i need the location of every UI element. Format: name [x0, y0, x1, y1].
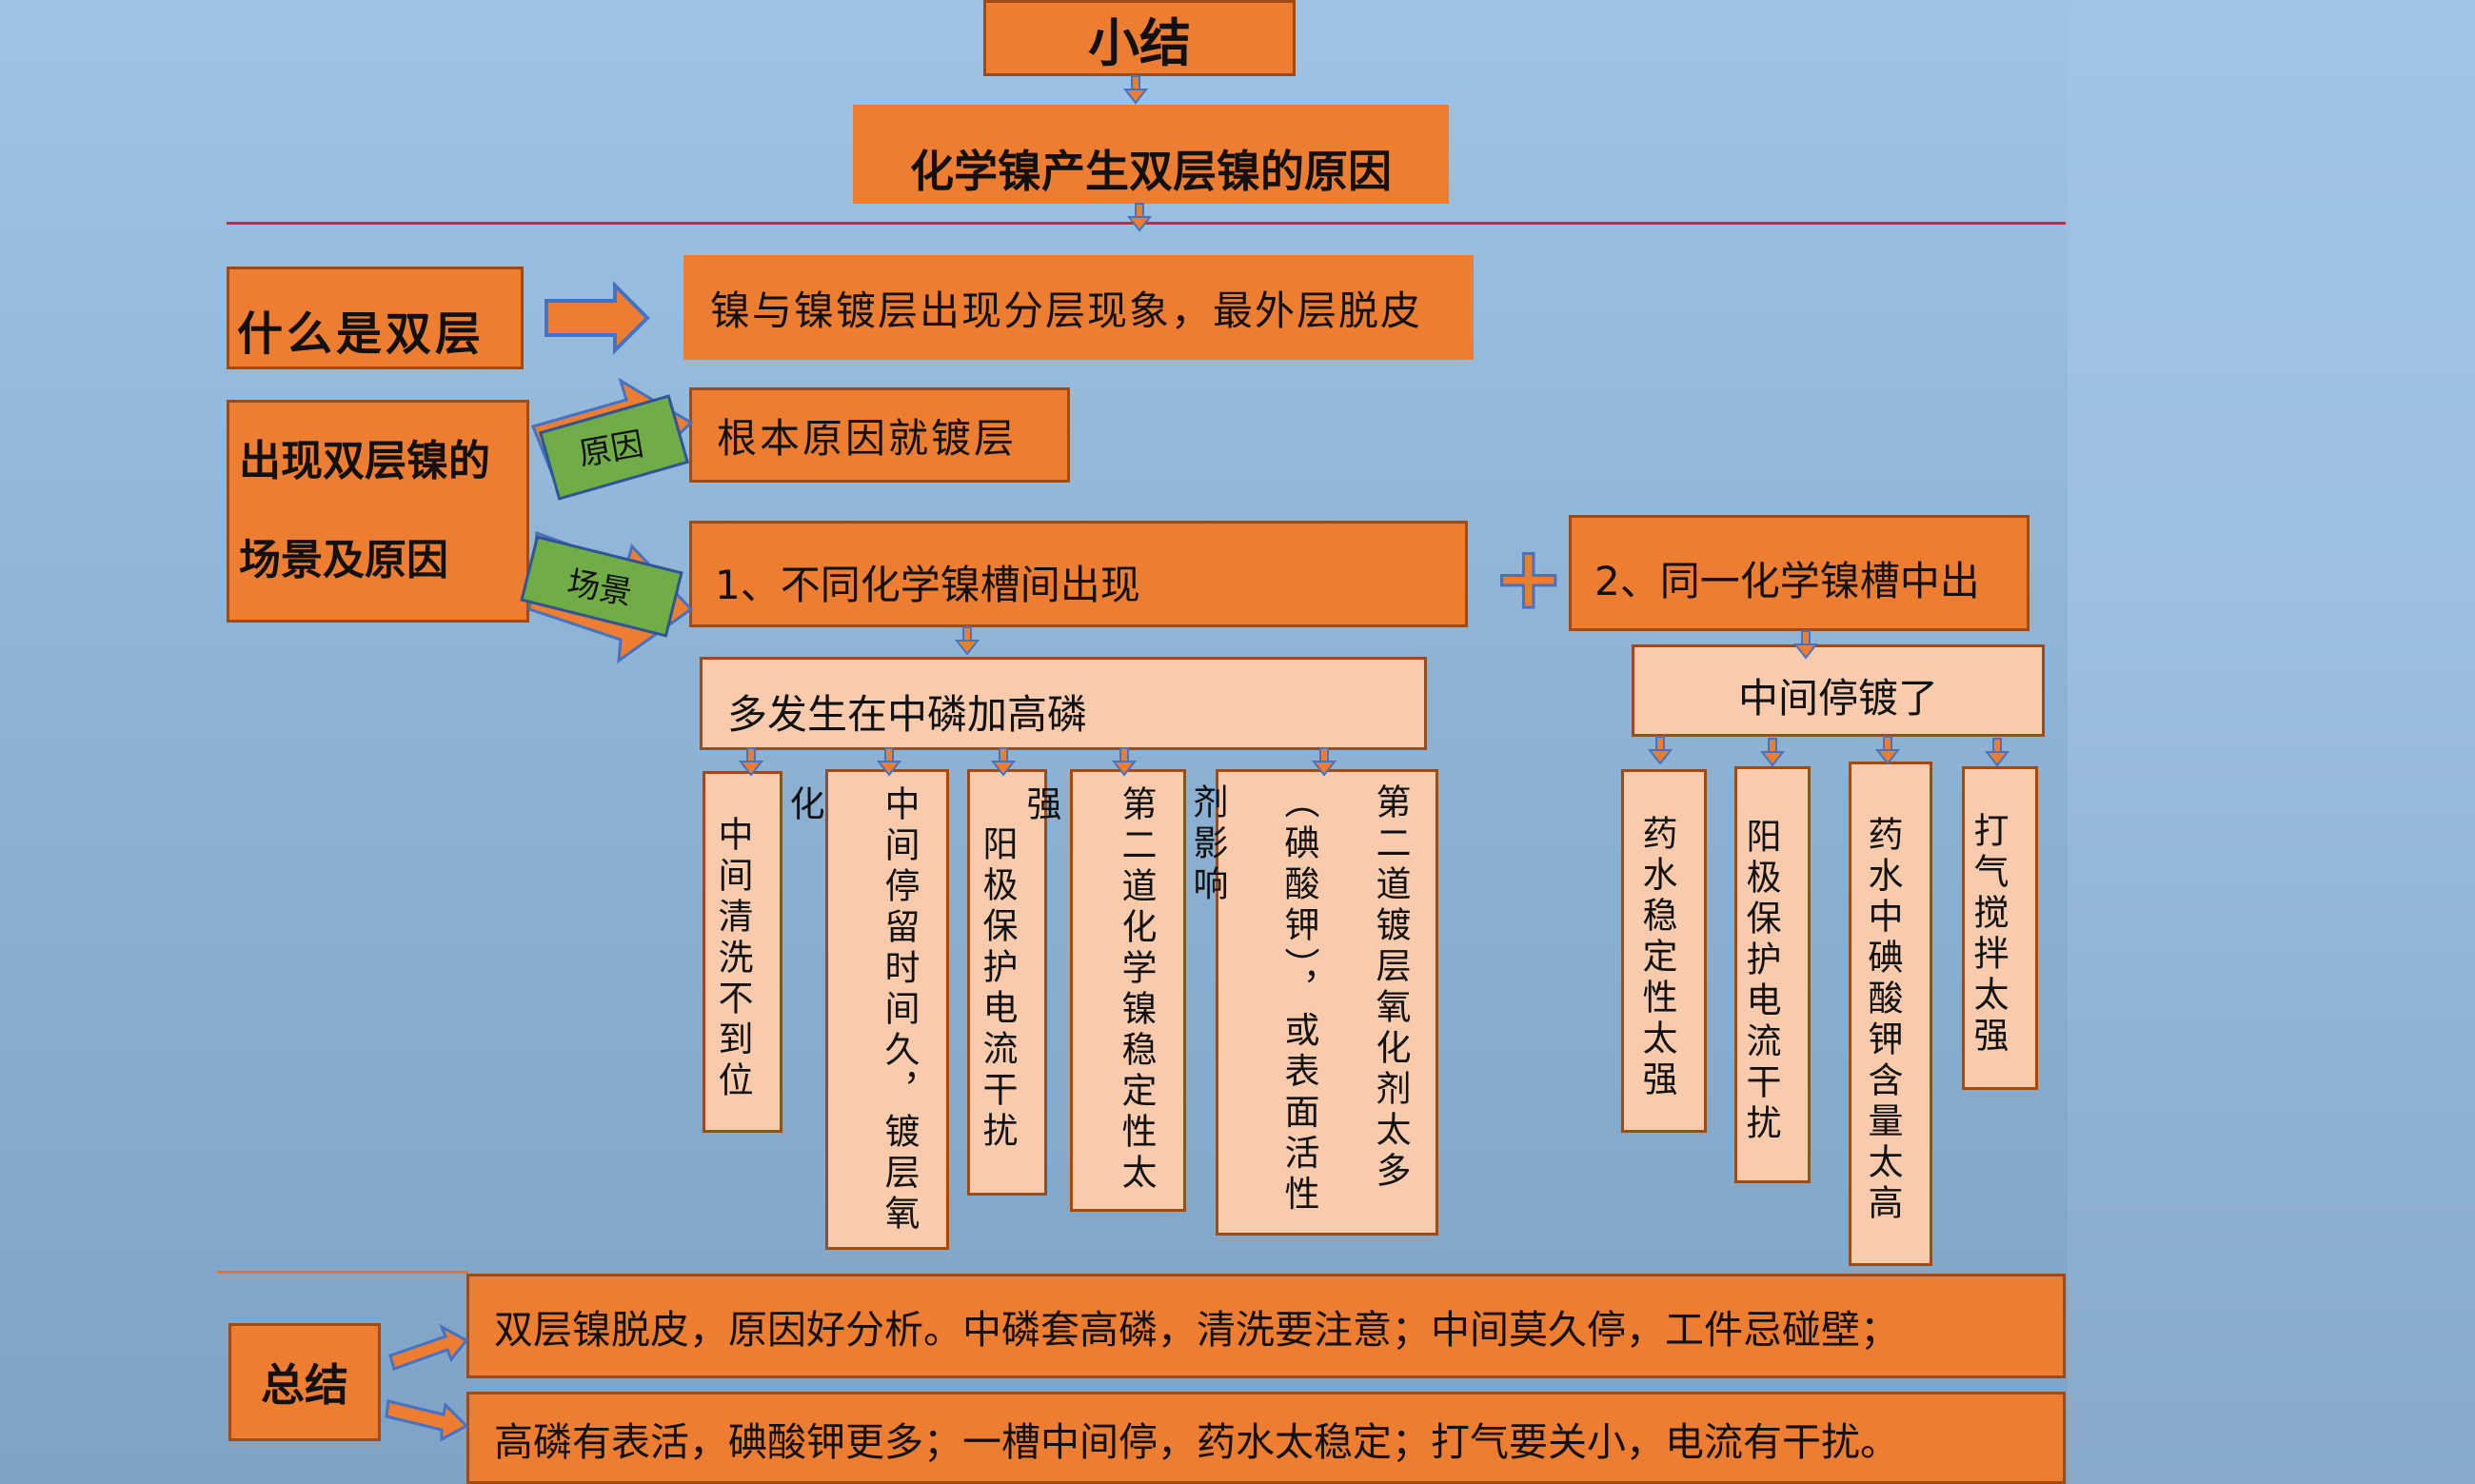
- down-arrow-scene1: [956, 626, 979, 655]
- down-arrow-cause1-3: [992, 747, 1015, 776]
- scene1-title: 1、不同化学镍槽间出现: [715, 561, 1140, 608]
- title-box: 小结: [983, 0, 1296, 76]
- down-arrow-cause1-2: [878, 747, 901, 776]
- down-arrow-title: [1124, 75, 1147, 104]
- down-arrow-cause2-2: [1761, 738, 1784, 766]
- scene2-cause-3: 药水中碘酸钾含量太高: [1849, 762, 1932, 1266]
- background-strip: [2068, 0, 2475, 1484]
- reason-box: 根本原因就镀层: [689, 387, 1070, 483]
- scene2-title-box: 2、同一化学镍槽中出: [1569, 515, 2030, 631]
- scenario-label-line2: 场景及原因: [239, 536, 448, 584]
- what-label-box: 什么是双层: [227, 267, 524, 369]
- down-arrow-cause2-4: [1986, 738, 2009, 766]
- down-arrow-cause1-4: [1113, 747, 1136, 776]
- subtitle-box: 化学镍产生双层镍的原因: [853, 105, 1449, 204]
- scene2-cause-2: 阳极保护电流干扰: [1734, 766, 1811, 1183]
- what-desc: 镍与镍镀层出现分层现象，最外层脱皮: [710, 287, 1423, 334]
- reason-text: 根本原因就镀层: [717, 414, 1018, 462]
- scene2-cause-1: 药水稳定性太强: [1621, 769, 1707, 1133]
- summary-line2: 高磷有表活，碘酸钾更多；一槽中间停，药水太稳定；打气要关小，电流有干扰。: [494, 1418, 1899, 1465]
- scene2-title: 2、同一化学镍槽中出: [1594, 557, 1980, 604]
- scene2-cause-4: 打气搅拌太强: [1962, 766, 2038, 1090]
- scene1-title-box: 1、不同化学镍槽间出现: [689, 521, 1468, 627]
- scene2-sub: 中间停镀了: [1737, 675, 1938, 722]
- down-arrow-subtitle: [1128, 203, 1151, 231]
- what-desc-box: 镍与镍镀层出现分层现象，最外层脱皮: [683, 255, 1474, 360]
- summary-line2-box: 高磷有表活，碘酸钾更多；一槽中间停，药水太稳定；打气要关小，电流有干扰。: [466, 1392, 2066, 1484]
- scene1-cause-3: 阳极保护电流干扰: [967, 769, 1047, 1196]
- summary-line1-box: 双层镍脱皮，原因好分析。中磷套高磷，清洗要注意；中间莫久停，工件忌碰壁；: [466, 1274, 2066, 1378]
- scene1-sub: 多发生在中磷加高磷: [727, 690, 1088, 738]
- tag-scene: [520, 535, 683, 638]
- scene2-sub-box: 中间停镀了: [1632, 644, 2045, 737]
- scenario-label-line1: 出现双层镍的: [239, 437, 490, 485]
- scenario-label-box: 出现双层镍的 场景及原因: [227, 400, 529, 623]
- down-arrow-cause2-1: [1649, 736, 1672, 764]
- summary-label: 总结: [261, 1359, 348, 1411]
- what-label: 什么是双层: [237, 307, 485, 361]
- tag-reason: [538, 394, 690, 501]
- scene1-sub-box: 多发生在中磷加高磷: [700, 657, 1427, 750]
- down-arrow-cause2-3: [1876, 736, 1899, 764]
- summary-arrow-2: [385, 1399, 469, 1442]
- down-arrow-cause1-5: [1313, 747, 1336, 776]
- summary-label-box: 总结: [228, 1323, 381, 1441]
- right-arrow-what: [544, 281, 650, 355]
- summary-line1: 双层镍脱皮，原因好分析。中磷套高磷，清洗要注意；中间莫久停，工件忌碰壁；: [494, 1307, 1899, 1353]
- scene1-cause-5: 第二道镀层氧化剂太多（碘酸钾），或表面活性剂影响: [1187, 769, 1438, 1236]
- summary-divider: [217, 1271, 468, 1274]
- down-arrow-scene2: [1794, 630, 1817, 659]
- scene1-cause-2: 中间停留时间久，镀层氧化: [783, 769, 949, 1250]
- title-text: 小结: [1088, 12, 1191, 73]
- scene1-cause-1: 中间清洗不到位: [703, 771, 782, 1133]
- down-arrow-cause1-1: [740, 747, 762, 776]
- summary-arrow-1: [388, 1323, 469, 1371]
- subtitle-text: 化学镍产生双层镍的原因: [910, 146, 1392, 197]
